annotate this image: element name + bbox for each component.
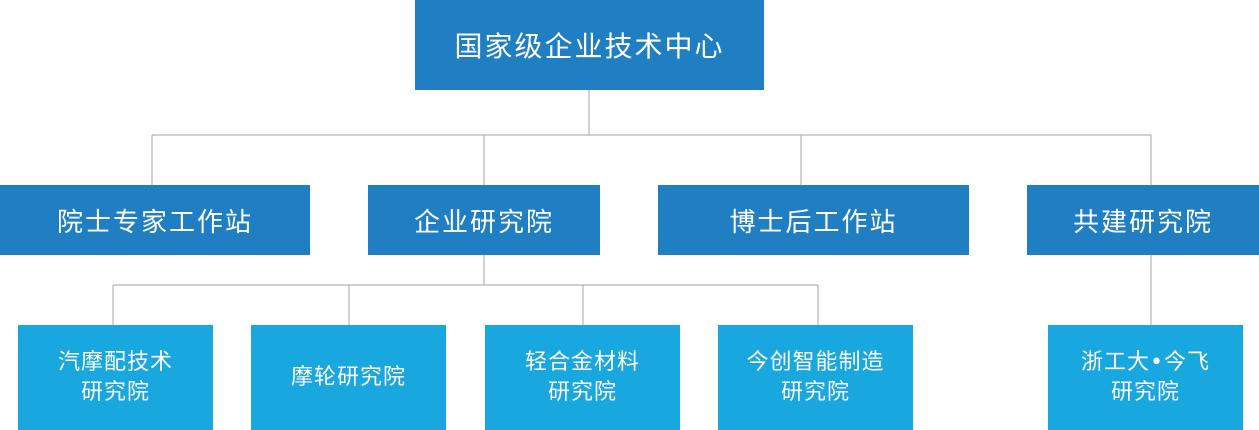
node-enterprise-research-institute: 企业研究院 xyxy=(368,185,600,255)
node-label: 共建研究院 xyxy=(1072,207,1213,238)
node-postdoc-workstation: 博士后工作站 xyxy=(658,185,969,255)
node-zjut-jinfei-institute: 浙工大•今飞 研究院 xyxy=(1048,325,1243,430)
node-smart-manufacturing-institute: 今创智能制造 研究院 xyxy=(718,325,913,430)
node-label: 国家级企业技术中心 xyxy=(454,30,725,63)
node-wheel-institute: 摩轮研究院 xyxy=(251,325,446,430)
node-joint-research-institute: 共建研究院 xyxy=(1027,185,1259,255)
node-label: 浙工大•今飞 研究院 xyxy=(1081,349,1210,405)
node-label: 汽摩配技术 研究院 xyxy=(57,349,173,405)
node-light-alloy-institute: 轻合金材料 研究院 xyxy=(485,325,680,430)
node-label: 轻合金材料 研究院 xyxy=(524,349,640,405)
node-label: 院士专家工作站 xyxy=(56,207,253,238)
node-label: 摩轮研究院 xyxy=(290,364,406,390)
node-auto-parts-institute: 汽摩配技术 研究院 xyxy=(18,325,213,430)
node-label: 博士后工作站 xyxy=(729,207,898,238)
node-label: 今创智能制造 研究院 xyxy=(746,349,885,405)
node-academician-workstation: 院士专家工作站 xyxy=(0,185,310,255)
node-label: 企业研究院 xyxy=(413,207,554,238)
node-national-tech-center: 国家级企业技术中心 xyxy=(415,0,764,90)
